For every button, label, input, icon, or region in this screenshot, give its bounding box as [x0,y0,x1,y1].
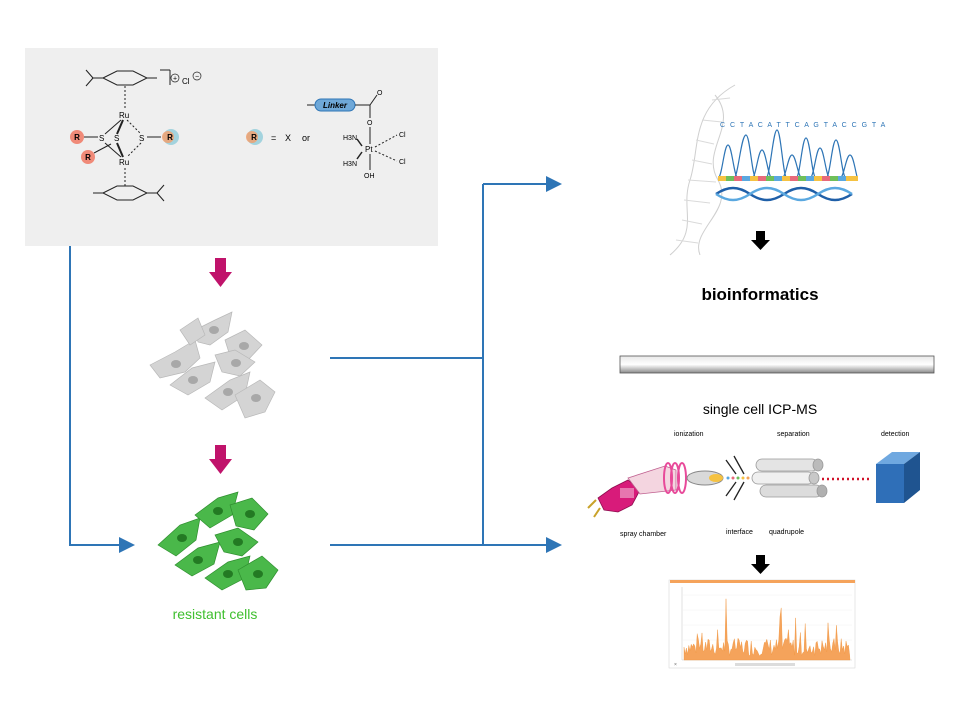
black-arrow-2 [751,555,770,574]
black-arrow-1 [751,231,770,250]
r-group-legend: R [251,133,257,142]
magenta-arrow-2 [209,445,232,474]
s-atom-left: S [99,134,104,143]
spectrum-trace [683,598,851,661]
base-color-bar [718,176,858,181]
hydroxo-ligand: OH [364,173,375,180]
dna-sequence-text: C C T A C A T T C A G T A C C G T A [720,122,887,129]
resistant-cells-cluster [157,491,279,591]
sequencing-chromatogram [717,129,859,179]
ru-atom-bottom: Ru [119,158,129,167]
interface-label: interface [726,529,753,536]
platinum-atom: Pt [365,145,373,154]
resistant-cells-label: resistant cells [172,606,258,622]
ionization-label: ionization [674,431,704,438]
equals-sign: = [271,133,276,143]
amine-ligand-1: H3N [343,135,357,142]
s-atom-right: S [139,134,144,143]
icpms-title: single cell ICP-MS [702,401,818,417]
chloride-ligand-1: Cl [399,132,406,139]
negative-charge: − [195,74,199,81]
magenta-arrow-1 [209,258,232,287]
r-group-left: R [74,133,80,142]
ruthenium-complex-structure: + Cl − Ru Ru S S S R R R [70,69,406,202]
icpms-instrument [587,452,920,518]
spray-chamber-label: spray chamber [620,531,667,538]
sensitive-cells-cluster [149,311,276,419]
svg-text:×: × [674,662,677,668]
detection-label: detection [881,431,910,438]
double-helix-strand [715,186,853,202]
spray-chamber-part [597,479,641,513]
linker-label: Linker [323,101,348,110]
chloride-ligand-2: Cl [399,159,406,166]
quadrupole-label: quadrupole [769,529,804,536]
dna-helix-graphic [669,84,736,256]
s-atom-center: S [114,134,119,143]
bioinformatics-label: bioinformatics [701,285,819,304]
or-word: or [302,133,310,143]
amine-ligand-2: H3N [343,161,357,168]
chloride-counterion: Cl [182,77,190,86]
bypass-arrow [69,246,135,553]
carbonyl-oxygen: O [377,90,383,97]
separation-label: separation [777,431,810,438]
positive-charge: + [173,76,177,83]
r-group-bottom: R [85,153,91,162]
x-substituent: X [285,133,291,143]
r-group-right: R [167,133,173,142]
chemical-structure-panel: + Cl − Ru Ru S S S R R R [25,48,438,246]
section-divider [619,355,935,374]
icpms-spectrum-plot: × [668,579,856,669]
ester-oxygen: O [367,120,373,127]
ru-atom-top: Ru [119,111,129,120]
